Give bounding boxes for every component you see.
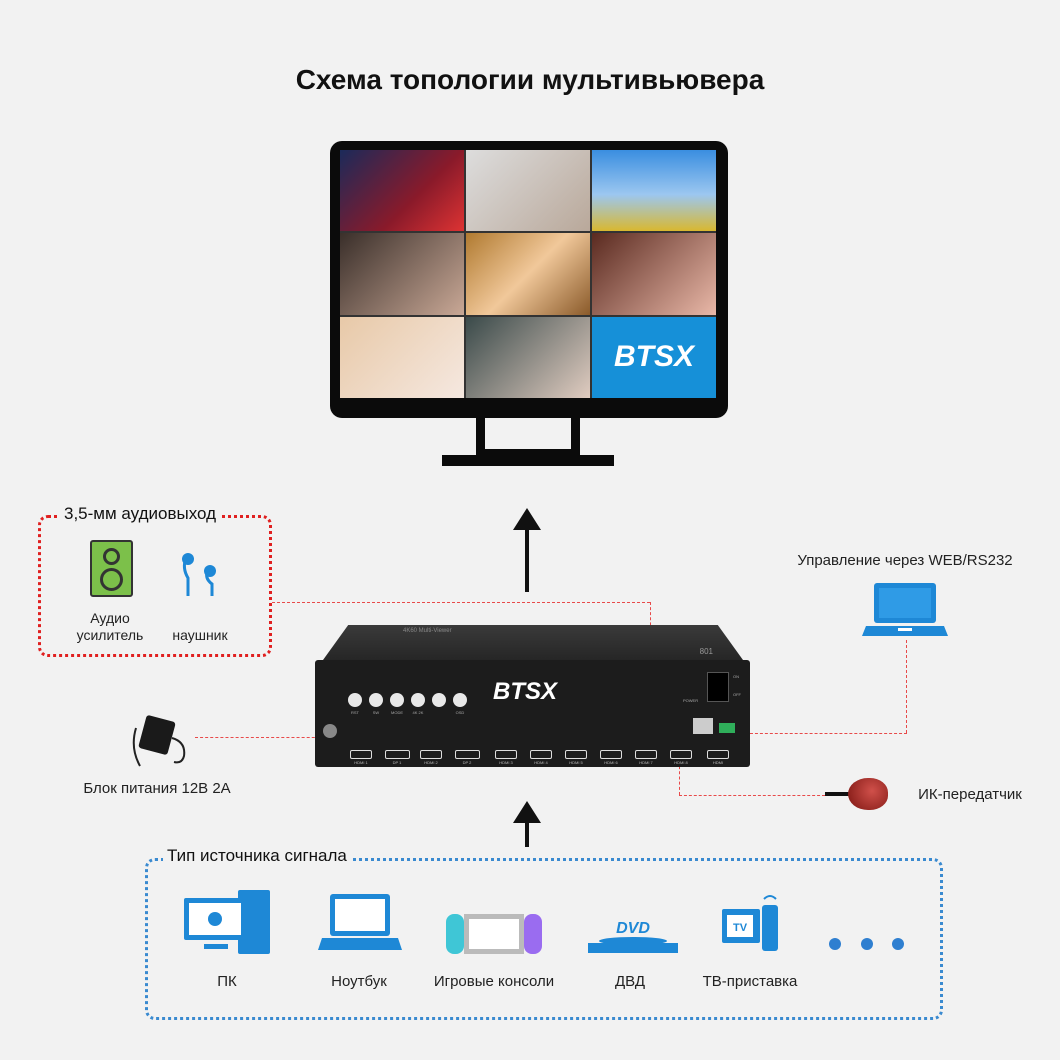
mode-button[interactable] <box>390 693 404 707</box>
hdmi-port <box>635 750 657 759</box>
power-led-label: POWER <box>683 698 699 703</box>
headphone-label: наушник <box>172 627 228 643</box>
port-label: HDMI 2 <box>424 760 438 765</box>
power-label: Блок питания 12В 2А <box>83 780 231 797</box>
port-label: DP 2 <box>462 760 472 765</box>
tv-text: TV <box>733 922 748 934</box>
ir-cable <box>825 792 851 796</box>
btsx-logo: BTSX <box>592 316 716 398</box>
lan-port <box>693 718 713 734</box>
dvd-logo-text: DVD <box>616 920 650 937</box>
source-label-console: Игровые консоли <box>433 973 555 990</box>
video-tile <box>466 316 590 398</box>
button-label: RST <box>351 710 359 715</box>
hdmi-port <box>350 750 372 759</box>
hdmi-port <box>670 750 692 759</box>
source-label-tvbox: ТВ-приставка <box>702 973 798 990</box>
port-label: HDMI 7 <box>639 760 653 765</box>
laptop-icon <box>318 894 402 950</box>
4k-2k-button[interactable] <box>411 693 425 707</box>
tv-box-icon: TV <box>722 895 778 951</box>
dvd-player-icon: DVD <box>588 920 678 953</box>
arrow-up-icon <box>513 801 541 847</box>
hdmi-port <box>565 750 587 759</box>
port-label: HDMI 3 <box>499 760 513 765</box>
multiviewer-device: 4K60 Multi-Viewer 801 BTSX RST SW MODE 4… <box>315 625 750 767</box>
port-label: HDMI 8 <box>674 760 688 765</box>
more-dot <box>892 938 904 950</box>
port-label: DP 1 <box>392 760 402 765</box>
device-logo: BTSX <box>493 678 558 705</box>
audio-output-group <box>38 515 272 657</box>
button-label: MODE <box>391 710 403 715</box>
off-label: OFF <box>733 692 741 697</box>
video-tile <box>340 150 464 232</box>
source-label-pc: ПК <box>217 973 237 990</box>
multiview-screen: BTSX <box>340 150 716 398</box>
dc-power-port <box>323 724 337 738</box>
dp-port <box>385 750 410 759</box>
monitor-stand <box>476 416 580 458</box>
osd-button[interactable] <box>453 693 467 707</box>
game-console-icon <box>446 914 542 954</box>
laptop-icon <box>862 583 948 636</box>
video-tile <box>466 150 590 232</box>
port-label: HDMI 4 <box>534 760 548 765</box>
speaker-label-2: усилитель <box>76 627 144 643</box>
monitor: BTSX <box>330 141 728 418</box>
source-label-laptop: Ноутбук <box>331 973 387 990</box>
device-top-text: 4K60 Multi-Viewer <box>403 628 452 634</box>
rs232-port <box>719 723 735 733</box>
video-tile <box>340 233 464 315</box>
rst-button[interactable] <box>348 693 362 707</box>
video-tile <box>466 233 590 315</box>
power-switch[interactable] <box>707 672 729 702</box>
video-tile <box>592 233 716 315</box>
hdmi-port <box>600 750 622 759</box>
port-label: HDMI 6 <box>604 760 618 765</box>
video-tile <box>340 316 464 398</box>
source-label-dvd: ДВД <box>615 973 645 990</box>
hdmi-output-port <box>707 750 729 759</box>
hdmi-port <box>420 750 442 759</box>
audio-box-title: 3,5-мм аудиовыход <box>60 504 221 524</box>
port-label: HDMI 5 <box>569 760 583 765</box>
ir-label: ИК-передатчик <box>918 786 1022 803</box>
sources-box-title: Тип источника сигнала <box>163 846 351 866</box>
signal-sources-group <box>145 858 943 1020</box>
arrow-up-icon <box>513 508 541 592</box>
video-tile <box>592 150 716 232</box>
more-dot <box>829 938 841 950</box>
page-title: Схема топологии мультивьювера <box>295 64 765 95</box>
hdmi-port <box>530 750 552 759</box>
on-label: ON <box>733 674 739 679</box>
button-label: SW <box>372 710 380 715</box>
device-model: 801 <box>699 647 713 656</box>
port-label: HDMI <box>712 760 724 765</box>
ir-transmitter-icon <box>848 778 888 810</box>
button-label: 4K 2K <box>412 710 424 715</box>
power-adapter-icon <box>132 715 186 767</box>
headphone-icon <box>182 553 216 596</box>
monitor-base <box>442 455 614 466</box>
pc-icon <box>184 890 270 954</box>
dp-port <box>455 750 480 759</box>
sw-button[interactable] <box>369 693 383 707</box>
hdmi-port <box>495 750 517 759</box>
more-dot <box>861 938 873 950</box>
button-label: OSD <box>455 710 465 715</box>
speaker-label: Аудио <box>90 610 130 626</box>
speaker-icon <box>90 540 133 597</box>
port-label: HDMI 1 <box>354 760 368 765</box>
audio-button[interactable] <box>432 693 446 707</box>
control-label: Управление через WEB/RS232 <box>797 552 1013 569</box>
